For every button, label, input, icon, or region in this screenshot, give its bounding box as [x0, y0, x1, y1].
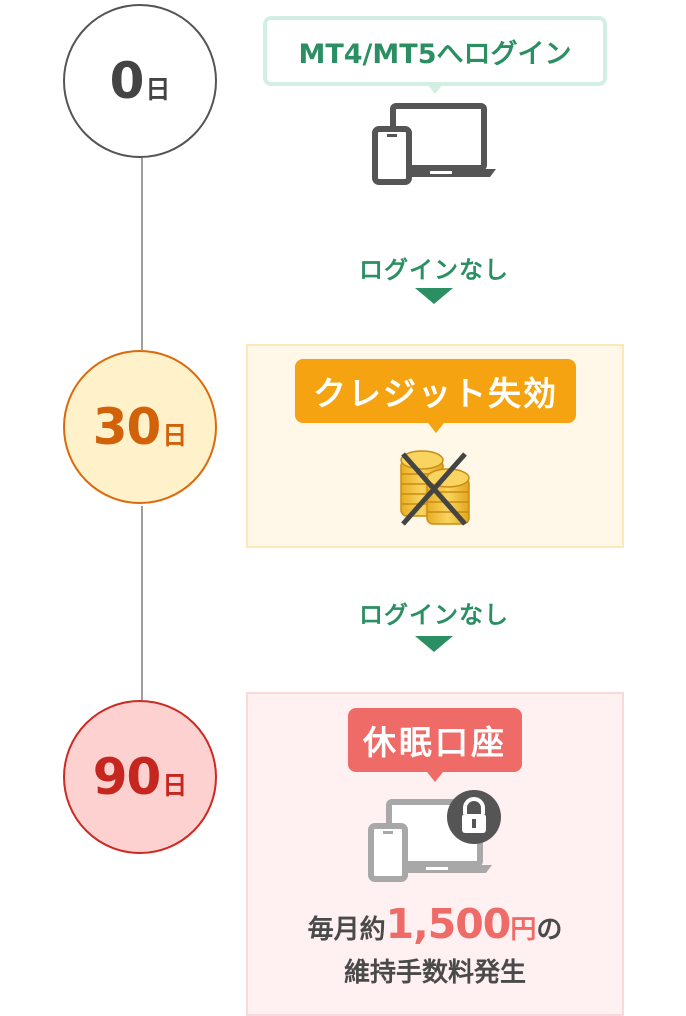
coins-crossed-icon	[400, 450, 470, 526]
day-number: 90	[92, 748, 162, 806]
timeline-line-bottom	[141, 506, 143, 700]
devices-icon	[372, 103, 496, 185]
fee-suffix: の	[536, 915, 563, 945]
fee-unit: 円	[510, 915, 537, 945]
day-unit: 日	[145, 75, 171, 104]
fee-prefix: 毎月約	[307, 915, 386, 945]
no-login-label: ログインなし	[359, 601, 509, 629]
login-bubble: MT4/MT5へログイン	[263, 16, 607, 86]
day-unit: 日	[162, 421, 188, 450]
day-unit: 日	[162, 771, 188, 800]
credit-expired-bubble: クレジット失効	[295, 359, 576, 423]
dormant-account-bubble: 休眠口座	[348, 708, 522, 772]
day-number: 0	[109, 52, 145, 110]
timeline-line-top	[141, 158, 143, 350]
fee-line-2: 維持手数料発生	[343, 958, 526, 988]
fee-amount: 1,500	[385, 900, 512, 948]
down-arrow-icon	[415, 288, 453, 304]
devices-locked-icon	[368, 790, 501, 882]
down-arrow-icon	[415, 636, 453, 652]
fee-line-1: 毎月約1,500円の	[248, 900, 622, 948]
day-number: 30	[92, 398, 162, 456]
no-login-label: ログインなし	[359, 256, 509, 284]
